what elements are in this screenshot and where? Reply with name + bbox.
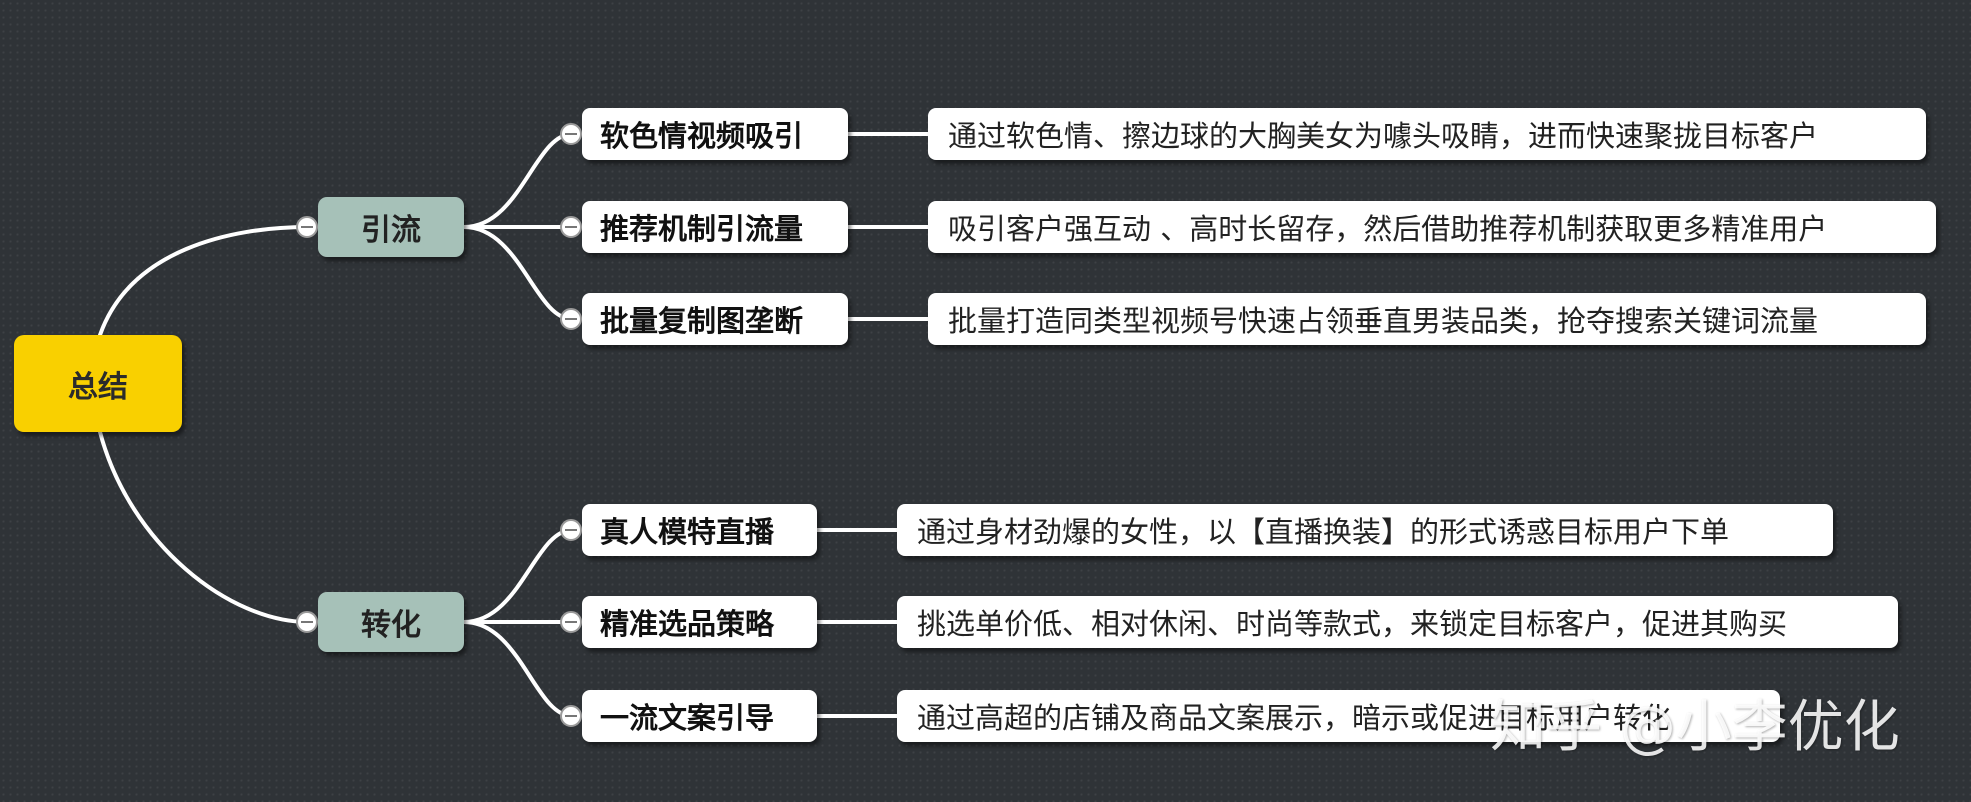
- collapse-toggle-icon[interactable]: [560, 705, 582, 727]
- detail-text: 挑选单价低、相对休闲、时尚等款式，来锁定目标客户，促进其购买: [917, 607, 1788, 641]
- branch-label: 引流: [361, 213, 421, 248]
- detail-text: 批量打造同类型视频号快速占领垂直男装品类，抢夺搜索关键词流量: [948, 304, 1819, 338]
- connector-root-yinliu: [98, 225, 310, 337]
- connector-root-zhuanhua: [98, 430, 310, 624]
- watermark: 知乎 @小李优化: [1490, 695, 1900, 760]
- topic-node[interactable]: 精准选品策略: [582, 596, 817, 648]
- collapse-toggle-icon[interactable]: [296, 216, 318, 238]
- detail-node[interactable]: 通过高超的店铺及商品文案展示，暗示或促进目标用户转化: [897, 690, 1780, 742]
- connector-zhuanhua-topic-3: [462, 620, 574, 718]
- connector-yinliu-topic-3: [462, 225, 574, 321]
- collapse-toggle-icon[interactable]: [560, 216, 582, 238]
- detail-text: 通过高超的店铺及商品文案展示，暗示或促进目标用户转化: [917, 701, 1672, 735]
- topic-node[interactable]: 一流文案引导: [582, 690, 817, 742]
- topic-label: 批量复制图垄断: [600, 304, 804, 338]
- detail-node[interactable]: 吸引客户强互动 、高时长留存，然后借助推荐机制获取更多精准用户: [928, 201, 1936, 253]
- collapse-toggle-icon[interactable]: [560, 123, 582, 145]
- detail-node[interactable]: 通过身材劲爆的女性，以【直播换装】的形式诱惑目标用户下单: [897, 504, 1833, 556]
- detail-text: 通过身材劲爆的女性，以【直播换装】的形式诱惑目标用户下单: [917, 515, 1730, 549]
- root-label: 总结: [68, 369, 128, 405]
- branch-node-yinliu[interactable]: 引流: [318, 197, 464, 257]
- topic-label: 真人模特直播: [600, 515, 775, 549]
- detail-text: 通过软色情、擦边球的大胸美女为噱头吸睛，进而快速聚拢目标客户: [948, 119, 1819, 153]
- root-node[interactable]: 总结: [14, 335, 182, 432]
- collapse-toggle-icon[interactable]: [560, 611, 582, 633]
- topic-label: 一流文案引导: [600, 701, 775, 735]
- detail-node[interactable]: 挑选单价低、相对休闲、时尚等款式，来锁定目标客户，促进其购买: [897, 596, 1898, 648]
- detail-node[interactable]: 通过软色情、擦边球的大胸美女为噱头吸睛，进而快速聚拢目标客户: [928, 108, 1926, 160]
- topic-node[interactable]: 推荐机制引流量: [582, 201, 848, 253]
- detail-text: 吸引客户强互动 、高时长留存，然后借助推荐机制获取更多精准用户: [948, 212, 1828, 246]
- collapse-toggle-icon[interactable]: [560, 308, 582, 330]
- detail-node[interactable]: 批量打造同类型视频号快速占领垂直男装品类，抢夺搜索关键词流量: [928, 293, 1926, 345]
- topic-label: 软色情视频吸引: [600, 119, 804, 153]
- branch-node-zhuanhua[interactable]: 转化: [318, 592, 464, 652]
- topic-node[interactable]: 真人模特直播: [582, 504, 817, 556]
- topic-label: 精准选品策略: [600, 607, 775, 641]
- topic-node[interactable]: 批量复制图垄断: [582, 293, 848, 345]
- branch-label: 转化: [361, 608, 421, 643]
- collapse-toggle-icon[interactable]: [560, 519, 582, 541]
- collapse-toggle-icon[interactable]: [296, 611, 318, 633]
- topic-label: 推荐机制引流量: [600, 212, 804, 246]
- connector-yinliu-topic-1: [462, 132, 574, 229]
- topic-node[interactable]: 软色情视频吸引: [582, 108, 848, 160]
- connector-zhuanhua-topic-1: [462, 528, 574, 624]
